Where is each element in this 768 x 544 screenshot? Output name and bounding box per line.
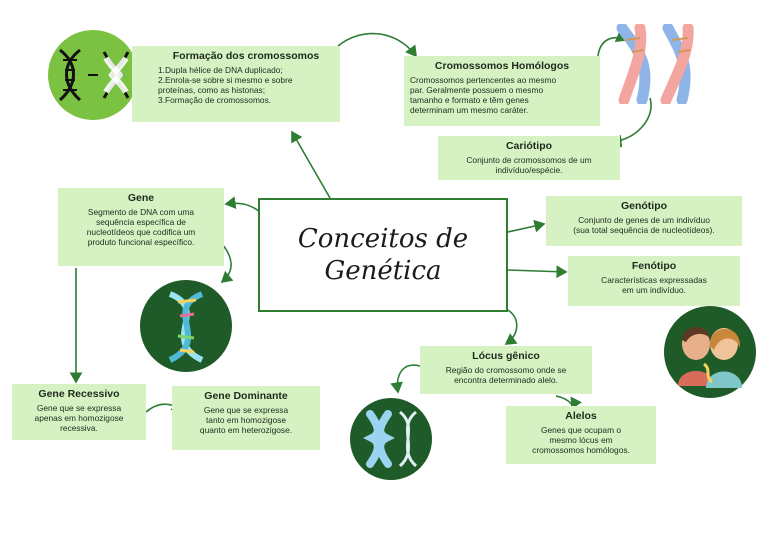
formacao-icon-circle	[48, 30, 138, 120]
homologos-text: Cromossomos pertencentes ao mesmo par. G…	[410, 75, 557, 115]
cariotipo-title: Cariótipo	[505, 140, 553, 152]
cariotipo-text: Conjunto de cromossomos de um indivíduo/…	[466, 155, 592, 175]
homologous-chromosomes-icon	[616, 24, 694, 104]
arrow-formacao-to-homologos	[337, 32, 417, 58]
phenotype-people-circle	[664, 306, 756, 398]
gene-dominante-text: Gene que se expressa tanto em homozigose…	[199, 405, 293, 435]
formacao-title: Formação dos cromossomos	[172, 50, 320, 62]
gene-dominante-title: Gene Dominante	[204, 390, 288, 402]
gene-title: Gene	[127, 192, 155, 204]
genotipo-text: Conjunto de genes de um indivíduo (sua t…	[573, 215, 715, 235]
chromosome-circle	[350, 398, 432, 480]
locus-title: Lócus gênico	[472, 350, 540, 362]
arrow-locus-to-image	[390, 364, 421, 394]
gene-dominante-box: Gene Dominante Gene que se expressa tant…	[172, 386, 320, 450]
fenotipo-box: Fenótipo Características expressadas em …	[568, 256, 740, 306]
dna-chromosome-icon	[58, 48, 130, 102]
locus-text: Região do cromossomo onde se encontra de…	[445, 365, 567, 385]
homologos-title: Cromossomos Homólogos	[434, 60, 570, 72]
genotipo-title: Genótipo	[620, 200, 668, 212]
arrow-main-to-fenotipo	[507, 265, 568, 279]
locus-box: Lócus gênico Região do cromossomo onde s…	[420, 346, 592, 394]
arrow-main-to-formacao	[291, 130, 331, 199]
main-title-box: Conceitos de Genética	[258, 198, 508, 312]
main-title-line1: Conceitos de	[297, 224, 469, 254]
cariotipo-box: Cariótipo Conjunto de cromossomos de um …	[438, 136, 620, 180]
formacao-box: Formação dos cromossomos 1.Dupla hélice …	[132, 46, 340, 122]
arrow-main-to-gene	[224, 196, 261, 213]
gene-recessivo-box: Gene Recessivo Gene que se expressa apen…	[12, 384, 146, 440]
gene-box: Gene Segmento de DNA com uma sequência e…	[58, 188, 224, 266]
people-icon	[678, 326, 742, 388]
gene-recessivo-text: Gene que se expressa apenas em homozigos…	[34, 403, 124, 433]
main-title-line2: Genética	[324, 256, 442, 286]
gene-text: Segmento de DNA com uma sequência especí…	[86, 207, 196, 247]
dna-helix-icon	[168, 291, 204, 363]
dna-helix-circle	[140, 280, 232, 372]
formacao-text: 1.Dupla hélice de DNA duplicado; 2.Enrol…	[158, 65, 293, 105]
fenotipo-title: Fenótipo	[631, 260, 677, 272]
alelos-text: Genes que ocupam o mesmo lócus em cromos…	[532, 425, 630, 455]
arrow-main-to-locus	[504, 309, 518, 345]
alelos-box: Alelos Genes que ocupam o mesmo lócus em…	[506, 406, 656, 464]
homologos-box: Cromossomos Homólogos Cromossomos perten…	[404, 56, 600, 126]
chromosome-dna-icon	[363, 410, 418, 468]
arrow-main-to-genotipo	[507, 219, 546, 233]
gene-recessivo-title: Gene Recessivo	[38, 388, 120, 400]
alelos-title: Alelos	[565, 410, 597, 422]
genotipo-box: Genótipo Conjunto de genes de um indivíd…	[546, 196, 742, 246]
fenotipo-text: Características expressadas em um indiví…	[601, 275, 707, 295]
